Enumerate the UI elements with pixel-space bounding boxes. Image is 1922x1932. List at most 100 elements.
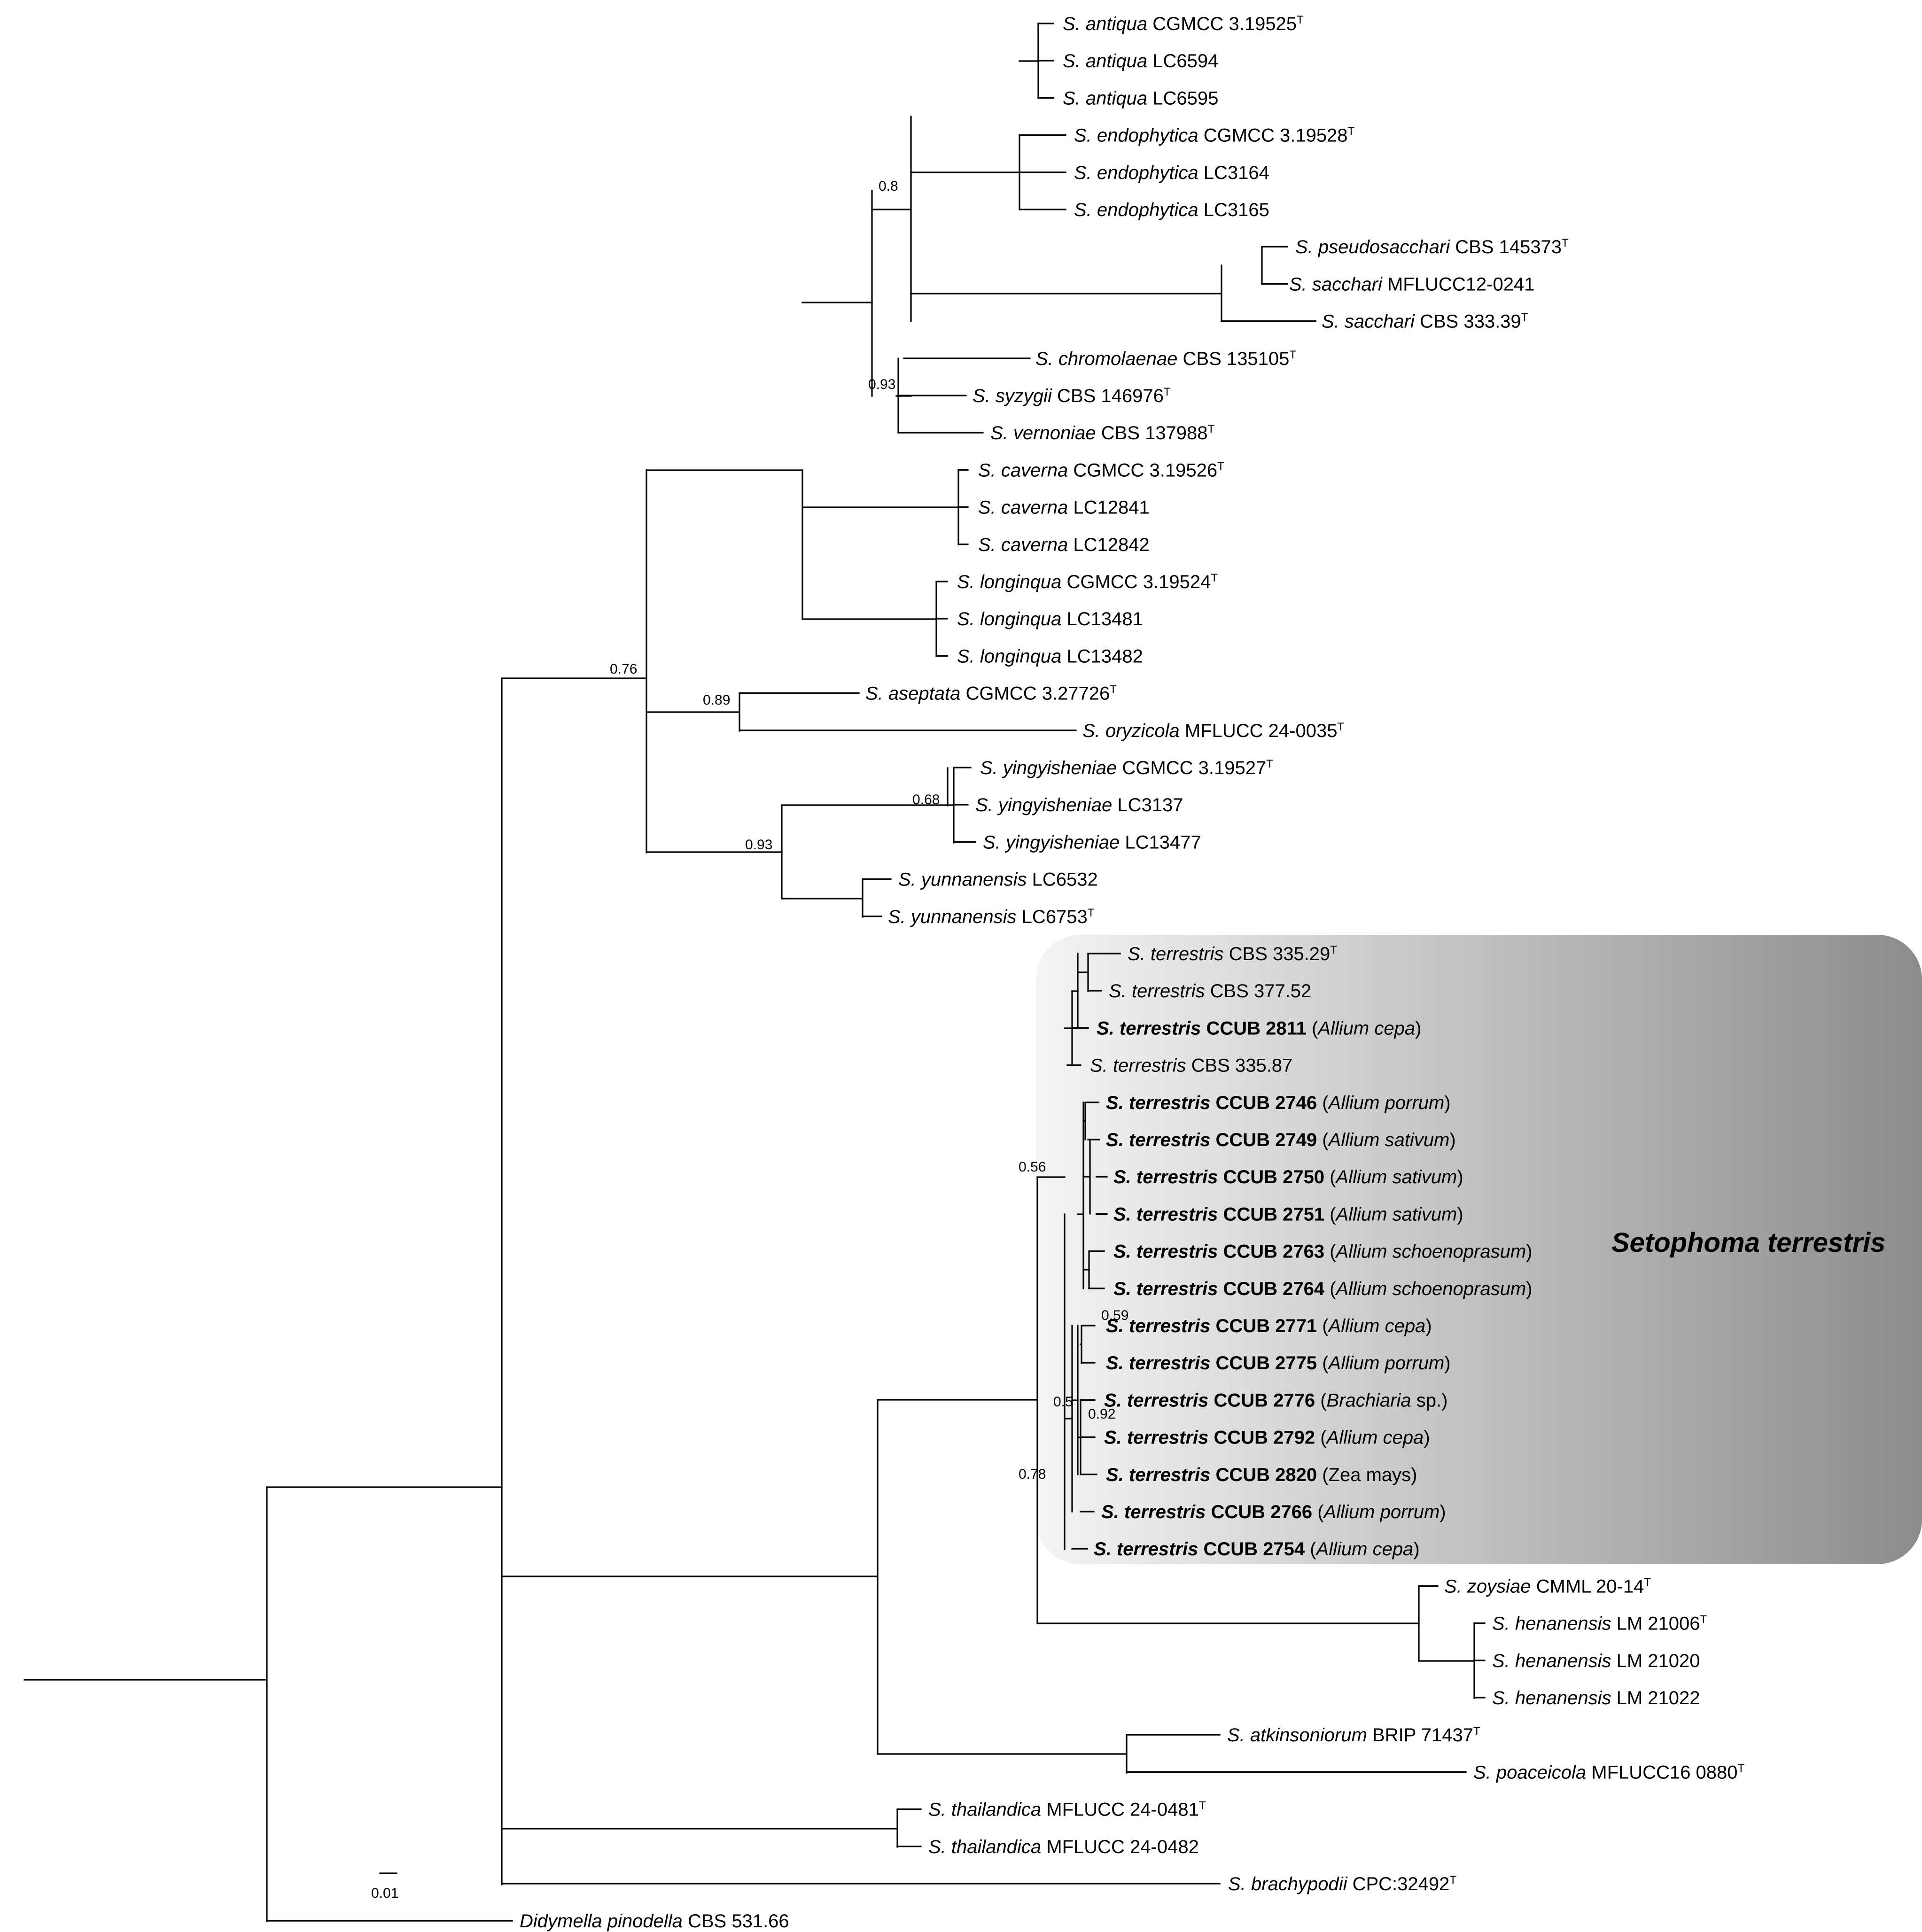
host-paren: ( — [1317, 1465, 1329, 1485]
taxon-label: S. sacchari CBS 333.39T — [1322, 311, 1528, 332]
strain-id: LC13477 — [1120, 832, 1201, 853]
strain-id: LC13482 — [1061, 646, 1143, 667]
strain-id: LC6753 — [1017, 907, 1088, 927]
host-paren: ) — [1444, 1093, 1450, 1113]
taxon-name: S. terrestris — [1097, 1018, 1201, 1039]
taxon-name: S. terrestris — [1113, 1204, 1218, 1225]
support-value: 0.89 — [703, 692, 730, 708]
taxon-name: S. terrestris — [1104, 1428, 1208, 1448]
strain-id: CCUB 2776 — [1208, 1390, 1315, 1411]
host-name: Allium porrum — [1323, 1502, 1440, 1522]
taxon-label: S. atkinsoniorum BRIP 71437T — [1227, 1725, 1480, 1746]
host-paren: ( — [1317, 1093, 1329, 1113]
taxon-name: S. yingyisheniae — [983, 832, 1120, 853]
taxon-label: S. terrestris CCUB 2751 (Allium sativum) — [1113, 1204, 1463, 1225]
taxon-label: S. yingyisheniae LC3137 — [975, 795, 1183, 815]
taxon-label: S. chromolaenae CBS 135105T — [1035, 349, 1296, 369]
taxon-label: S. terrestris CCUB 2764 (Allium schoenop… — [1113, 1279, 1533, 1299]
support-value: 0.93 — [868, 377, 895, 392]
host-name: Allium cepa — [1315, 1539, 1414, 1560]
host-name: Allium schoenoprasum — [1335, 1241, 1526, 1262]
strain-id: CGMCC 3.19528 — [1198, 125, 1348, 146]
taxon-name: S. endophytica — [1074, 200, 1198, 220]
taxon-name: S. henanensis — [1492, 1651, 1611, 1671]
host-paren: ( — [1305, 1539, 1316, 1560]
strain-id: CBS 137988 — [1096, 423, 1208, 443]
strain-id: MFLUCC12-0241 — [1382, 274, 1535, 295]
strain-id: CCUB 2792 — [1208, 1428, 1315, 1448]
type-strain-marker: T — [1449, 1874, 1456, 1886]
strain-id: BRIP 71437 — [1367, 1725, 1473, 1746]
strain-id: CCUB 2775 — [1210, 1353, 1317, 1373]
strain-id: CCUB 2746 — [1210, 1093, 1317, 1113]
strain-id: CCUB 2751 — [1218, 1204, 1324, 1225]
taxon-name: S. aseptata — [865, 683, 960, 704]
strain-id: CGMCC 3.19527 — [1117, 758, 1266, 778]
strain-id: MFLUCC 24-0481 — [1041, 1800, 1199, 1820]
strain-id: LC12842 — [1068, 535, 1149, 555]
taxon-name: S. endophytica — [1074, 125, 1198, 146]
taxon-label: S. yunnanensis LC6532 — [898, 869, 1098, 890]
host-paren: ( — [1315, 1390, 1327, 1411]
taxon-label: S. longinqua CGMCC 3.19524T — [957, 572, 1218, 592]
taxon-name: S. henanensis — [1492, 1688, 1611, 1708]
taxon-name: S. oryzicola — [1082, 721, 1180, 741]
type-strain-marker: T — [1738, 1762, 1745, 1775]
strain-id: CCUB 2763 — [1218, 1241, 1324, 1262]
host-paren: ( — [1317, 1130, 1329, 1150]
taxon-name: S. terrestris — [1128, 944, 1223, 964]
taxon-label: S. yingyisheniae CGMCC 3.19527T — [980, 758, 1273, 778]
type-strain-marker: T — [1088, 907, 1095, 919]
strain-id: MFLUCC 24-0035 — [1180, 721, 1338, 741]
taxon-label: S. vernoniae CBS 137988T — [990, 423, 1215, 443]
type-strain-marker: T — [1297, 14, 1304, 26]
support-value: 0.78 — [1019, 1466, 1046, 1482]
taxon-label: S. terrestris CBS 335.87 — [1090, 1055, 1292, 1076]
taxon-label: S. henanensis LM 21006T — [1492, 1614, 1707, 1634]
strain-id: LC3164 — [1198, 163, 1269, 183]
type-strain-marker: T — [1644, 1576, 1651, 1589]
taxon-label: S. terrestris CCUB 2754 (Allium cepa) — [1094, 1539, 1420, 1560]
taxon-label: S. terrestris CBS 335.29T — [1128, 944, 1337, 964]
host-paren: ) — [1449, 1130, 1455, 1150]
strain-id: CCUB 2811 — [1201, 1018, 1307, 1039]
host-name: Allium porrum — [1328, 1353, 1445, 1373]
taxon-label: Didymella pinodella CBS 531.66 — [520, 1911, 789, 1932]
strain-id: LC12841 — [1068, 497, 1149, 518]
strain-id: MFLUCC16 0880 — [1586, 1762, 1737, 1783]
host-suffix: sp. — [1411, 1390, 1441, 1411]
host-paren: ( — [1324, 1204, 1336, 1225]
strain-id: LM 21006 — [1611, 1614, 1700, 1634]
taxon-label: S. terrestris CCUB 2763 (Allium schoenop… — [1113, 1241, 1533, 1262]
taxon-label: S. thailandica MFLUCC 24-0481T — [928, 1800, 1206, 1820]
support-values: 0.8 0.93 0.76 0.89 0.68 0.93 0.56 0.59 0… — [610, 178, 1128, 1482]
taxon-label: S. endophytica LC3165 — [1074, 200, 1269, 220]
strain-id: CBS 377.52 — [1205, 981, 1311, 1001]
support-value: 0.93 — [745, 837, 772, 853]
strain-id: CBS 531.66 — [683, 1911, 789, 1932]
taxon-label: S. terrestris CCUB 2775 (Allium porrum) — [1106, 1353, 1451, 1373]
taxon-label: S. terrestris CCUB 2776 (Brachiaria sp.) — [1104, 1390, 1447, 1411]
taxon-label: S. terrestris CCUB 2746 (Allium porrum) — [1106, 1093, 1451, 1113]
type-strain-marker: T — [1337, 721, 1344, 733]
taxon-name: S. terrestris — [1113, 1279, 1218, 1299]
host-paren: ( — [1324, 1167, 1336, 1187]
taxon-name: S. chromolaenae — [1035, 349, 1177, 369]
strain-id: CGMCC 3.19526 — [1068, 460, 1217, 481]
host-name: Allium sativum — [1335, 1204, 1457, 1225]
strain-id: LM 21020 — [1611, 1651, 1700, 1671]
strain-id: CBS 145373 — [1450, 237, 1562, 257]
taxon-name: S. atkinsoniorum — [1227, 1725, 1367, 1746]
taxon-name: S. zoysiae — [1444, 1576, 1531, 1597]
host-paren: ) — [1411, 1465, 1417, 1485]
tree-branches — [23, 23, 1486, 1922]
strain-id: CBS 135105 — [1177, 349, 1289, 369]
type-strain-marker: T — [1164, 386, 1171, 398]
strain-id: LC3165 — [1198, 200, 1269, 220]
taxon-label: S. antiqua LC6594 — [1063, 51, 1218, 71]
taxon-label: S. syzygii CBS 146976T — [973, 386, 1171, 406]
taxon-label: S. terrestris CCUB 2811 (Allium cepa) — [1097, 1018, 1421, 1039]
host-name: Allium sativum — [1328, 1130, 1450, 1150]
strain-id: CGMCC 3.19525 — [1147, 14, 1297, 34]
